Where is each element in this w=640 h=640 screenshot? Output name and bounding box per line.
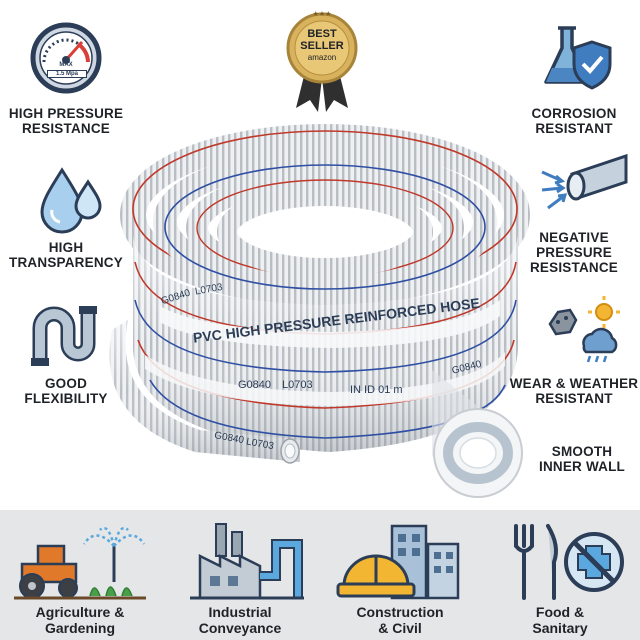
feature-label: NEGATIVE xyxy=(539,230,609,245)
feature-label: GOOD xyxy=(44,376,88,391)
hose-print-spec: IN ID 01 m xyxy=(350,384,403,396)
gauge-max: MAX xyxy=(59,62,73,68)
hose-print-code2b: L0703 xyxy=(282,379,313,391)
app-food: Food & Sanitary xyxy=(480,510,640,640)
app-label: Gardening xyxy=(44,620,115,636)
app-label: Agriculture & xyxy=(35,604,125,620)
feature-label: INNER WALL xyxy=(539,459,625,474)
app-label: Industrial xyxy=(208,604,272,620)
weather-icon xyxy=(544,294,620,364)
feature-label: SMOOTH xyxy=(551,444,613,459)
bent-pipe-icon xyxy=(30,302,106,370)
badge-line2: SELLER xyxy=(300,40,344,52)
feature-label: RESISTANT xyxy=(535,391,613,406)
feature-flexibility: GOOD FLEXIBILITY xyxy=(0,376,132,406)
cutlery-sanitary-icon xyxy=(514,524,624,600)
app-industrial: Industrial Conveyance xyxy=(160,510,320,640)
hose-coil-body xyxy=(133,235,518,452)
feature-wear-weather: WEAR & WEATHER RESISTANT xyxy=(508,376,640,406)
best-seller-badge: ★★★ BEST SELLER amazon xyxy=(284,8,360,112)
svg-text:★★★: ★★★ xyxy=(313,10,332,18)
hose-loose-end xyxy=(109,320,301,464)
feature-transparency: HIGH TRANSPARENCY xyxy=(0,240,132,270)
feature-corrosion: CORROSION RESISTANT xyxy=(508,106,640,136)
app-label: Sanitary xyxy=(532,620,588,636)
feature-label: HIGH PRESSURE xyxy=(8,106,124,121)
feature-label: FLEXIBILITY xyxy=(24,391,108,406)
feature-label: RESISTANCE xyxy=(21,121,110,136)
feature-label: PRESSURE xyxy=(536,245,612,260)
factory-pipes-icon xyxy=(190,523,304,600)
hose-print-code2d: L0703 xyxy=(245,437,275,453)
hose-coil-image: PVC HIGH PRESSURE REINFORCED HOSE G0840 … xyxy=(109,124,530,498)
feature-label: RESISTANCE xyxy=(529,260,618,275)
hose-print-code1b: G0840 xyxy=(238,379,271,391)
gauge-value: 1.5 Mpa xyxy=(47,70,87,78)
app-label: & Civil xyxy=(378,620,422,636)
app-label: Food & xyxy=(535,604,585,620)
hose-print-code1d: G0840 xyxy=(213,430,245,446)
applications-strip: Agriculture & Gardening Industrial Conve… xyxy=(0,510,640,640)
tractor-sprinkler-icon xyxy=(14,526,146,600)
inner-wall-callout xyxy=(432,370,523,498)
feature-label: TRANSPARENCY xyxy=(9,255,123,270)
app-label: Conveyance xyxy=(198,620,282,636)
feature-high-pressure: HIGH PRESSURE RESISTANCE xyxy=(0,106,132,136)
feature-smooth-inner-wall: SMOOTH INNER WALL xyxy=(524,444,640,474)
hose-print-code2: L0703 xyxy=(194,282,224,298)
feature-negative-pressure: NEGATIVE PRESSURE RESISTANCE xyxy=(508,230,640,275)
app-agriculture: Agriculture & Gardening xyxy=(0,510,160,640)
water-drops-icon xyxy=(36,164,102,234)
app-construction: Construction & Civil xyxy=(320,510,480,640)
hose-top-rings xyxy=(120,124,530,306)
feature-label: CORROSION xyxy=(531,106,617,121)
pressure-gauge-icon: MAX 1.5 Mpa xyxy=(30,22,102,94)
feature-label: WEAR & WEATHER xyxy=(509,376,639,391)
hardhat-buildings-icon xyxy=(336,524,460,600)
feature-label: RESISTANT xyxy=(535,121,613,136)
badge-line1: BEST xyxy=(307,28,337,40)
badge-line3: amazon xyxy=(307,53,337,62)
feature-label: HIGH xyxy=(48,240,84,255)
suction-pipe-icon xyxy=(538,150,630,216)
app-label: Construction xyxy=(356,604,444,620)
flask-shield-icon xyxy=(540,22,616,92)
